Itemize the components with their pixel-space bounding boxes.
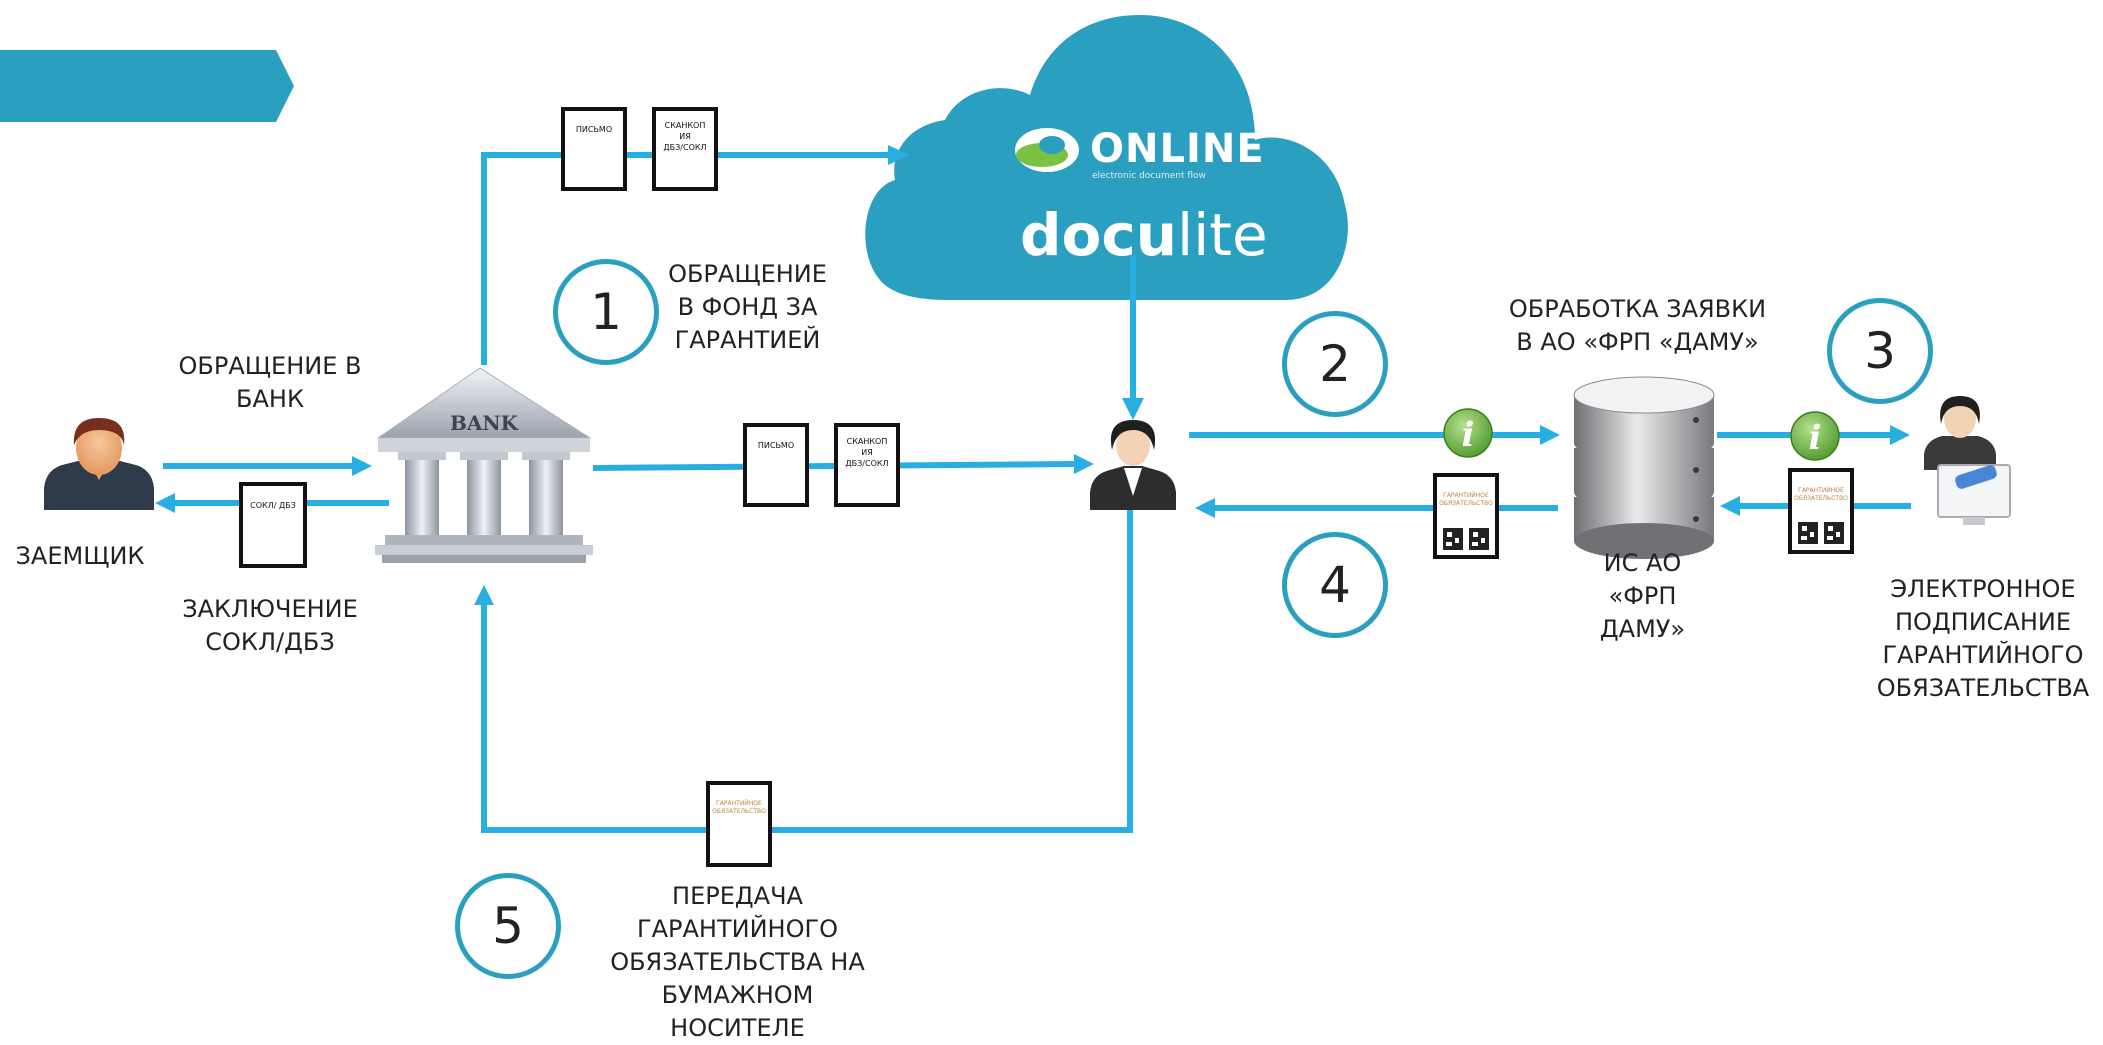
label-is-system: ИС АО «ФРП ДАМУ»: [1599, 549, 1686, 643]
doc-guarantee-qr-right: ГАРАНТИЙНОЕ ОБЯЗАТЕЛЬСТВО: [1788, 468, 1854, 554]
label-fund-appeal: ОБРАЩЕНИЕ В ФОНД ЗА ГАРАНТИЕЙ: [668, 260, 827, 354]
step-circle-3: 3: [1827, 298, 1933, 404]
doc-letter-top: ПИСЬМО: [561, 107, 627, 191]
info-badge-icon: i: [1443, 408, 1493, 458]
svg-text:ГАРАНТИЙНОЕ: ГАРАНТИЙНОЕ: [1798, 487, 1844, 494]
qr-code-icon: [1798, 522, 1844, 544]
online-logo-text: ONLINE: [1090, 126, 1265, 172]
svg-text:СКАНКОП: СКАНКОП: [847, 437, 888, 446]
svg-text:ИЯ: ИЯ: [679, 132, 691, 141]
online-logo-icon: [1015, 128, 1079, 172]
step-circle-2: 2: [1282, 311, 1388, 417]
label-borrower: ЗАЕМЩИК: [15, 542, 145, 570]
label-signing: ЭЛЕКТРОННОЕ ПОДПИСАНИЕ ГАРАНТИЙНОГО ОБЯЗ…: [1876, 575, 2090, 702]
arrow-bank-to-cloud: [481, 152, 891, 365]
doc-guarantee-paper: ГАРАНТИЙНОЕ ОБЯЗАТЕЛЬСТВО: [706, 781, 772, 867]
bank-sign-text: BANK: [450, 411, 519, 435]
label-paper-transfer: ПЕРЕДАЧА ГАРАНТИЙНОГО ОБЯЗАТЕЛЬСТВА НА Б…: [610, 882, 865, 1042]
manager-icon: [1090, 420, 1176, 510]
arrowhead-bank-up: [474, 585, 494, 605]
svg-text:i: i: [1462, 415, 1475, 455]
arrowhead-db-right: [1540, 425, 1560, 445]
arrowhead-db-left: [1720, 496, 1740, 516]
database-icon: [1573, 376, 1715, 559]
qr-code-icon: [1443, 528, 1489, 550]
svg-text:ДБЗ/СОКЛ: ДБЗ/СОКЛ: [663, 143, 706, 152]
svg-text:ГАРАНТИЙНОЕ: ГАРАНТИЙНОЕ: [1443, 492, 1489, 499]
svg-text:ДБЗ/СОКЛ: ДБЗ/СОКЛ: [845, 459, 888, 468]
doc-scan-middle: СКАНКОП ИЯ ДБЗ/СОКЛ: [834, 423, 900, 507]
arrow-heads: [155, 145, 1910, 605]
flow-arrows: [163, 152, 1911, 833]
doc-guarantee-qr-left: ГАРАНТИЙНОЕ ОБЯЗАТЕЛЬСТВО: [1433, 473, 1499, 559]
svg-text:ОБЯЗАТЕЛЬСТВО: ОБЯЗАТЕЛЬСТВО: [712, 808, 766, 815]
borrower-icon: [44, 418, 154, 510]
arrowhead-bank-right: [352, 456, 372, 476]
label-bank-appeal: ОБРАЩЕНИЕ В БАНК: [178, 352, 362, 413]
doc-letter-middle: ПИСЬМО: [743, 423, 809, 507]
signer-icon: [1924, 396, 2011, 525]
arrowhead-borrower-left: [155, 493, 175, 513]
info-badge-icon: i: [1790, 411, 1840, 461]
svg-text:ПИСЬМО: ПИСЬМО: [758, 441, 794, 450]
svg-text:ГАРАНТИЙНОЕ: ГАРАНТИЙНОЕ: [716, 800, 762, 807]
arrowhead-manager-left: [1195, 498, 1215, 518]
step-circle-1: 1: [553, 259, 659, 365]
doculite-brand: doculite: [1020, 201, 1268, 269]
step-circle-4: 4: [1282, 532, 1388, 638]
bank-building-icon: BANK: [375, 367, 593, 563]
svg-text:ПИСЬМО: ПИСЬМО: [576, 125, 612, 134]
arrowhead-down-manager: [1122, 398, 1144, 420]
svg-text:СОКЛ/ ДБЗ: СОКЛ/ ДБЗ: [250, 501, 296, 510]
arrow-manager-to-bank: [481, 505, 1133, 833]
brand-bold: docu: [1020, 201, 1177, 269]
brand-light: lite: [1177, 201, 1268, 269]
doc-scan-top: СКАНКОП ИЯ ДБЗ/СОКЛ: [652, 107, 718, 191]
doculite-cloud: ONLINE electronic document flow doculite: [865, 15, 1348, 300]
label-conclusion: ЗАКЛЮЧЕНИЕ СОКЛ/ДБЗ: [182, 595, 358, 656]
doc-sokl-dbz: СОКЛ/ ДБЗ: [239, 482, 307, 568]
svg-text:СКАНКОП: СКАНКОП: [665, 121, 706, 130]
usb-token-icon: [1955, 465, 1997, 489]
step-circle-5: 5: [455, 873, 561, 979]
label-processing: ОБРАБОТКА ЗАЯВКИ В АО «ФРП «ДАМУ»: [1508, 295, 1767, 356]
online-logo-tagline: electronic document flow: [1092, 171, 1206, 181]
svg-text:ИЯ: ИЯ: [861, 448, 873, 457]
arrowhead-manager-right: [1074, 454, 1094, 474]
arrowhead-signer-right: [1890, 425, 1910, 445]
svg-text:ОБЯЗАТЕЛЬСТВО: ОБЯЗАТЕЛЬСТВО: [1794, 495, 1848, 502]
svg-text:i: i: [1809, 418, 1822, 458]
arrowhead-cloud: [888, 145, 910, 165]
header-banner: [0, 50, 294, 122]
svg-text:ОБЯЗАТЕЛЬСТВО: ОБЯЗАТЕЛЬСТВО: [1439, 500, 1493, 507]
